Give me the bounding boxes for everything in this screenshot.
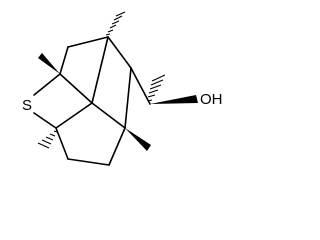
bond-c4-c10 — [124, 67, 132, 129]
bond-c1-c2 — [59, 46, 69, 75]
hash-c3-h — [105, 11, 126, 36]
bond-c1-s — [33, 73, 61, 96]
bond-c3-c4 — [107, 36, 132, 69]
bond-c1-c5 — [59, 73, 93, 104]
bond-c7-c8 — [55, 127, 69, 160]
wedge-bonds — [38, 53, 198, 151]
hash-ch2-h — [147, 74, 166, 102]
bond-c4-ch2 — [130, 67, 151, 105]
bond-c5-c7 — [55, 102, 93, 129]
bond-c8-c9 — [67, 158, 110, 166]
molecule-canvas: S OH — [22, 11, 223, 166]
wedge-c1-h — [38, 53, 60, 74]
bond-c2-c3 — [67, 36, 109, 48]
wedge-c10-h — [125, 128, 151, 151]
hydroxyl-group-label: OH — [200, 91, 223, 108]
bond-c9-c10 — [108, 127, 126, 166]
wedge-ch2-o — [150, 95, 198, 104]
chemical-structure-diagram: S OH — [22, 11, 223, 166]
sulfur-atom-label: S — [22, 97, 32, 114]
bond-s-c7 — [33, 112, 57, 129]
hash-c7-h — [37, 130, 58, 149]
hashed-bonds — [37, 11, 166, 149]
bond-c10-c5 — [91, 102, 126, 129]
skeleton-bonds — [33, 36, 151, 166]
bond-c3-c5 — [91, 36, 109, 104]
